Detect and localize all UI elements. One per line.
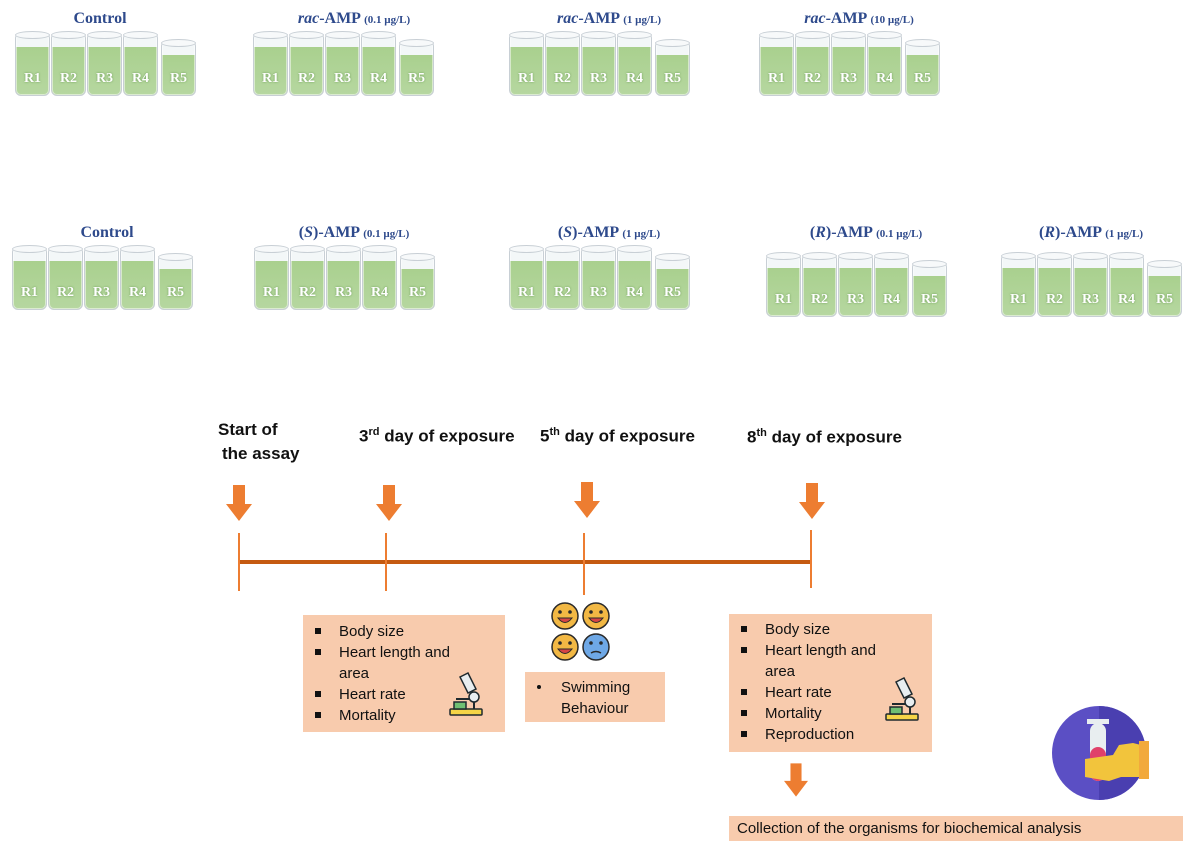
beaker-r3: R3: [831, 31, 866, 96]
list-item: Heart length and area: [303, 642, 469, 684]
list-item: Heart length and area: [729, 640, 895, 682]
endpoints-box-day5: Swimming Behaviour: [525, 672, 665, 722]
beaker-r5: R5: [400, 253, 435, 310]
beaker-r2: R2: [51, 31, 86, 96]
group-title: (S)-AMP (1 µg/L): [557, 224, 661, 241]
beaker-r1: R1: [254, 245, 289, 310]
list-item: Heart rate: [303, 684, 505, 705]
beaker-r2: R2: [289, 31, 324, 96]
beaker-r3: R3: [326, 245, 361, 310]
down-arrow-icon: [376, 485, 402, 521]
label-day8: 8th day of exposure: [747, 427, 902, 447]
beaker-r2: R2: [290, 245, 325, 310]
list-item: Body size: [303, 621, 505, 642]
down-arrow-icon: [574, 482, 600, 518]
beaker-r5: R5: [399, 39, 434, 96]
beaker-r4: R4: [867, 31, 902, 96]
collection-label: Collection of the organisms for biochemi…: [729, 816, 1183, 841]
group-title: (S)-AMP (0.1 µg/L): [298, 224, 410, 241]
group-title: Control: [80, 224, 134, 241]
list-item: Mortality: [303, 705, 505, 726]
beaker-r1: R1: [253, 31, 288, 96]
beaker-r5: R5: [912, 260, 947, 317]
label-day5: 5th day of exposure: [540, 426, 695, 446]
down-arrow-icon: [226, 485, 252, 521]
timeline-tick-day3: [385, 533, 387, 591]
beaker-r3: R3: [84, 245, 119, 310]
beaker-r1: R1: [509, 245, 544, 310]
beaker-r4: R4: [120, 245, 155, 310]
beaker-r4: R4: [874, 252, 909, 317]
timeline-tick-start: [238, 533, 240, 591]
beaker-r1: R1: [15, 31, 50, 96]
group-title: (R)-AMP (1 µg/L): [1038, 224, 1143, 241]
beaker-r1: R1: [759, 31, 794, 96]
beaker-r4: R4: [1109, 252, 1144, 317]
beaker-r5: R5: [655, 253, 690, 310]
beaker-r3: R3: [1073, 252, 1108, 317]
beaker-r4: R4: [123, 31, 158, 96]
beaker-r3: R3: [581, 31, 616, 96]
beaker-r5: R5: [1147, 260, 1182, 317]
beaker-r2: R2: [48, 245, 83, 310]
list-item: Reproduction: [729, 724, 932, 745]
beaker-r2: R2: [795, 31, 830, 96]
beaker-r3: R3: [325, 31, 360, 96]
beaker-r3: R3: [838, 252, 873, 317]
down-arrow-icon: [799, 483, 825, 519]
timeline-tick-day8: [810, 530, 812, 588]
beaker-r5: R5: [655, 39, 690, 96]
emoji-faces-icon: [551, 602, 610, 661]
group-title: rac-AMP (10 µg/L): [804, 10, 914, 27]
beaker-r2: R2: [545, 245, 580, 310]
beaker-r1: R1: [766, 252, 801, 317]
beaker-r3: R3: [87, 31, 122, 96]
beaker-r5: R5: [161, 39, 196, 96]
group-title: rac-AMP (0.1 µg/L): [297, 10, 411, 27]
list-item: Mortality: [729, 703, 932, 724]
group-title: Control: [73, 10, 127, 27]
beaker-r2: R2: [802, 252, 837, 317]
group-title: rac-AMP (1 µg/L): [556, 10, 661, 27]
timeline-tick-day5: [583, 533, 585, 595]
beaker-r2: R2: [545, 31, 580, 96]
test-tube-hand-icon: [1052, 706, 1149, 800]
beaker-r4: R4: [617, 31, 652, 96]
label-day3: 3rd day of exposure: [359, 426, 515, 446]
beaker-r4: R4: [617, 245, 652, 310]
group-title: (R)-AMP (0.1 µg/L): [809, 224, 923, 241]
beaker-r1: R1: [509, 31, 544, 96]
beaker-r1: R1: [12, 245, 47, 310]
beaker-r1: R1: [1001, 252, 1036, 317]
beaker-r5: R5: [158, 253, 193, 310]
beaker-r2: R2: [1037, 252, 1072, 317]
list-item: Swimming Behaviour: [525, 677, 641, 719]
timeline-bar: [240, 560, 812, 564]
microscope-icon: [885, 676, 919, 721]
down-arrow-icon: [784, 763, 808, 797]
beaker-r4: R4: [362, 245, 397, 310]
beaker-r5: R5: [905, 39, 940, 96]
list-item: Body size: [729, 619, 932, 640]
label-start: Start of the assay: [218, 420, 300, 463]
list-item: Heart rate: [729, 682, 932, 703]
beaker-r4: R4: [361, 31, 396, 96]
beaker-r3: R3: [581, 245, 616, 310]
microscope-icon: [449, 671, 483, 716]
